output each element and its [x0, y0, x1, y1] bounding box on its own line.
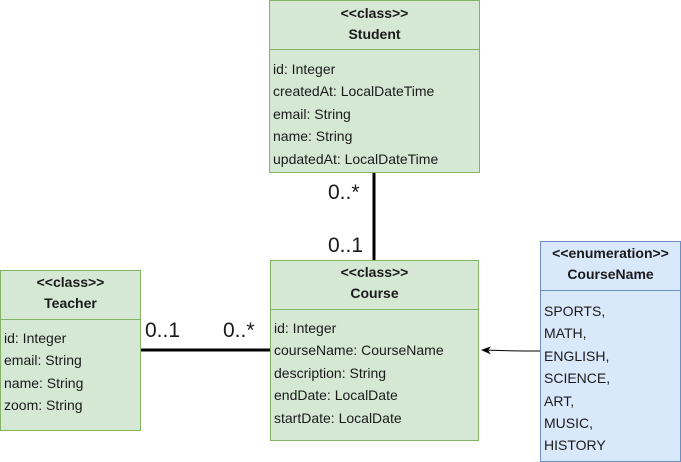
student-class-name: Student [348, 26, 401, 42]
field-row: name: String [273, 128, 353, 145]
field-row: email: String [273, 105, 351, 122]
student-class-header: <<class>> Student [270, 1, 479, 50]
coursename-values: SPORTS, MATH, ENGLISH, SCIENCE, ART, MUS… [541, 291, 680, 457]
enum-value: SCIENCE, [544, 370, 611, 387]
coursename-enum-box[interactable]: <<enumeration>> CourseName SPORTS, MATH,… [540, 241, 681, 462]
field-row: name: String [4, 374, 84, 391]
field-row: id: Integer [273, 61, 336, 77]
enum-value: ART, [544, 392, 575, 409]
student-end-multiplicity: 0..* [328, 181, 360, 204]
coursename-enum-header: <<enumeration>> CourseName [541, 242, 680, 291]
teacher-class-name: Teacher [44, 295, 97, 311]
course-class-box[interactable]: <<class>> Course id: Integer courseName:… [270, 260, 479, 441]
teacher-end-multiplicity: 0..1 [145, 319, 181, 342]
course-left-end-multiplicity: 0..* [223, 319, 255, 342]
field-row: id: Integer [4, 330, 67, 346]
teacher-stereotype: <<class>> [36, 274, 105, 290]
field-row: updatedAt: LocalDateTime [273, 150, 439, 167]
course-top-end-multiplicity: 0..1 [328, 234, 364, 257]
coursename-enum-name: CourseName [567, 266, 654, 282]
course-fields: id: Integer courseName: CourseName descr… [271, 310, 478, 429]
coursename-stereotype: <<enumeration>> [552, 245, 669, 261]
teacher-class-box[interactable]: <<class>> Teacher id: Integer email: Str… [0, 270, 141, 431]
enum-value: MATH, [544, 325, 587, 342]
course-class-header: <<class>> Course [271, 261, 478, 310]
enum-value: ENGLISH, [544, 347, 610, 364]
teacher-class-header: <<class>> Teacher [1, 271, 140, 320]
field-row: startDate: LocalDate [274, 409, 402, 426]
field-row: email: String [4, 352, 82, 369]
enum-value: HISTORY [544, 437, 606, 454]
student-class-box[interactable]: <<class>> Student id: Integer createdAt:… [269, 0, 480, 173]
field-row: courseName: CourseName [274, 342, 444, 359]
enum-value: MUSIC, [544, 415, 593, 432]
field-row: endDate: LocalDate [274, 387, 398, 404]
enum-dependency-arrow [481, 346, 541, 355]
field-row: id: Integer [274, 320, 337, 336]
student-stereotype: <<class>> [340, 5, 409, 21]
field-row: createdAt: LocalDateTime [273, 83, 435, 100]
student-fields: id: Integer createdAt: LocalDateTime ema… [270, 50, 479, 170]
course-stereotype: <<class>> [340, 264, 409, 280]
field-row: description: String [274, 364, 387, 381]
course-class-name: Course [350, 285, 399, 301]
teacher-fields: id: Integer email: String name: String z… [1, 320, 140, 417]
field-row: zoom: String [4, 397, 83, 414]
enum-value: SPORTS, [544, 303, 606, 319]
